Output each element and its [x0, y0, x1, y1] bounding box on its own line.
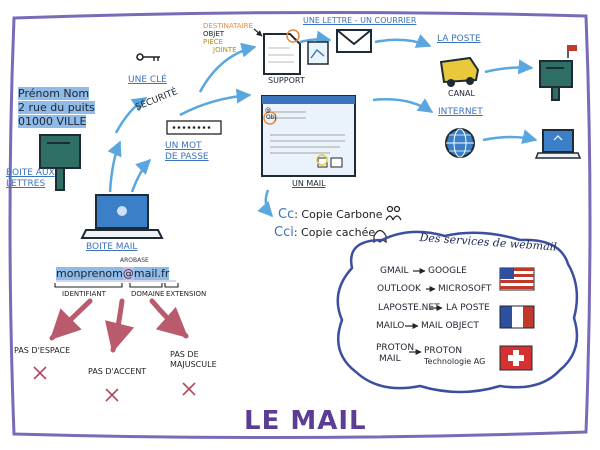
- internet-label: INTERNET: [438, 107, 483, 117]
- webmail-cloud: [336, 230, 579, 394]
- ghost-icon: [373, 229, 387, 244]
- part-subject: OBJET: [203, 30, 225, 39]
- mail-label: UN MAIL: [292, 179, 326, 188]
- part-attachment-2: JOINTE: [213, 46, 237, 55]
- address-line-2: 2 rue du puits: [18, 100, 95, 114]
- laptop-icon: [80, 194, 164, 239]
- identifiant-label: IDENTIFIANT: [62, 290, 106, 298]
- key-label: UNE CLÉ: [128, 75, 167, 85]
- globe-icon: [445, 128, 475, 158]
- email-address: monprenom@mail.fr: [56, 267, 170, 280]
- service-mailo: MAILO: [376, 321, 405, 331]
- mailbox-right-icon: [539, 45, 577, 101]
- page-title: LE MAIL: [244, 406, 367, 436]
- switzerland-flag-icon: [499, 345, 533, 371]
- rule-cross-2: [105, 388, 119, 402]
- part-attachment: PIÈCE: [203, 38, 224, 47]
- support-label: SUPPORT: [268, 76, 305, 85]
- envelope-icon: [336, 29, 372, 53]
- rule-arrow-3: [149, 298, 189, 339]
- email-domain: mail.fr: [133, 267, 170, 280]
- canal-label: CANAL: [448, 89, 475, 98]
- letter-parts-list: DESTINATAIRE OBJET PIÈCE JOINTE: [203, 22, 253, 54]
- frame-border: [8, 10, 592, 440]
- letter-icon: [263, 29, 329, 75]
- rule-cross-1: [33, 366, 47, 380]
- provider-proton: PROTON Technologie AG: [424, 346, 486, 366]
- copy-cc: Cc: Copie Carbone: [278, 207, 383, 222]
- mailbox-icon: [39, 134, 81, 191]
- mail-field-subject: Obj: [266, 114, 277, 121]
- part-recipient: DESTINATAIRE: [203, 22, 253, 30]
- service-proton: PROTON MAIL: [376, 343, 415, 364]
- truck-icon: [439, 56, 480, 87]
- provider-microsoft: MICROSOFT: [438, 284, 492, 294]
- france-flag-icon: [499, 305, 535, 329]
- arobase-label: AROBASE: [120, 257, 149, 264]
- password-field-icon: [166, 120, 222, 135]
- provider-laposte: LA POSTE: [446, 303, 490, 313]
- email-at: @: [122, 267, 134, 280]
- mail-field-to: @: [265, 107, 271, 114]
- domaine-label: DOMAINE: [131, 290, 165, 298]
- service-outlook: OUTLOOK: [377, 284, 421, 294]
- post-label: LA POSTE: [437, 34, 481, 44]
- rule-cross-3: [182, 382, 196, 396]
- rule-no-space: PAS D'ESPACE: [14, 346, 71, 355]
- address-block: Prénom Nom 2 rue du puits 01000 VILLE: [18, 87, 95, 128]
- password-label: UN MOT DE PASSE: [165, 141, 209, 163]
- letter-header: UNE LETTRE - UN COURRIER: [303, 16, 417, 25]
- key-icon: [136, 53, 160, 61]
- rule-no-uppercase: PAS DE MAJUSCULE: [170, 350, 217, 369]
- extension-label: EXTENSION: [166, 290, 207, 298]
- rule-arrow-1: [49, 298, 93, 341]
- address-line-3: 01000 VILLE: [18, 114, 87, 128]
- email-user: monprenom: [56, 267, 123, 280]
- copy-cci: Cci: Copie cachée: [274, 225, 376, 240]
- rule-no-accent: PAS D'ACCENT: [88, 367, 147, 376]
- rule-arrow-2: [104, 298, 135, 353]
- provider-google: GOOGLE: [428, 266, 467, 276]
- laptop-label: BOITE MAIL: [86, 242, 138, 252]
- provider-mailobject: MAIL OBJECT: [421, 321, 479, 331]
- computer-icon: [534, 129, 582, 159]
- mailbox-label: BOITE AUX LETTRES: [6, 168, 55, 189]
- address-line-1: Prénom Nom: [18, 87, 90, 100]
- usa-flag-icon: [499, 267, 535, 291]
- service-gmail: GMAIL: [380, 266, 409, 276]
- people-icon: [385, 205, 402, 221]
- service-laposte: LAPOSTE.NET: [378, 303, 440, 313]
- mail-window-icon: [261, 95, 356, 177]
